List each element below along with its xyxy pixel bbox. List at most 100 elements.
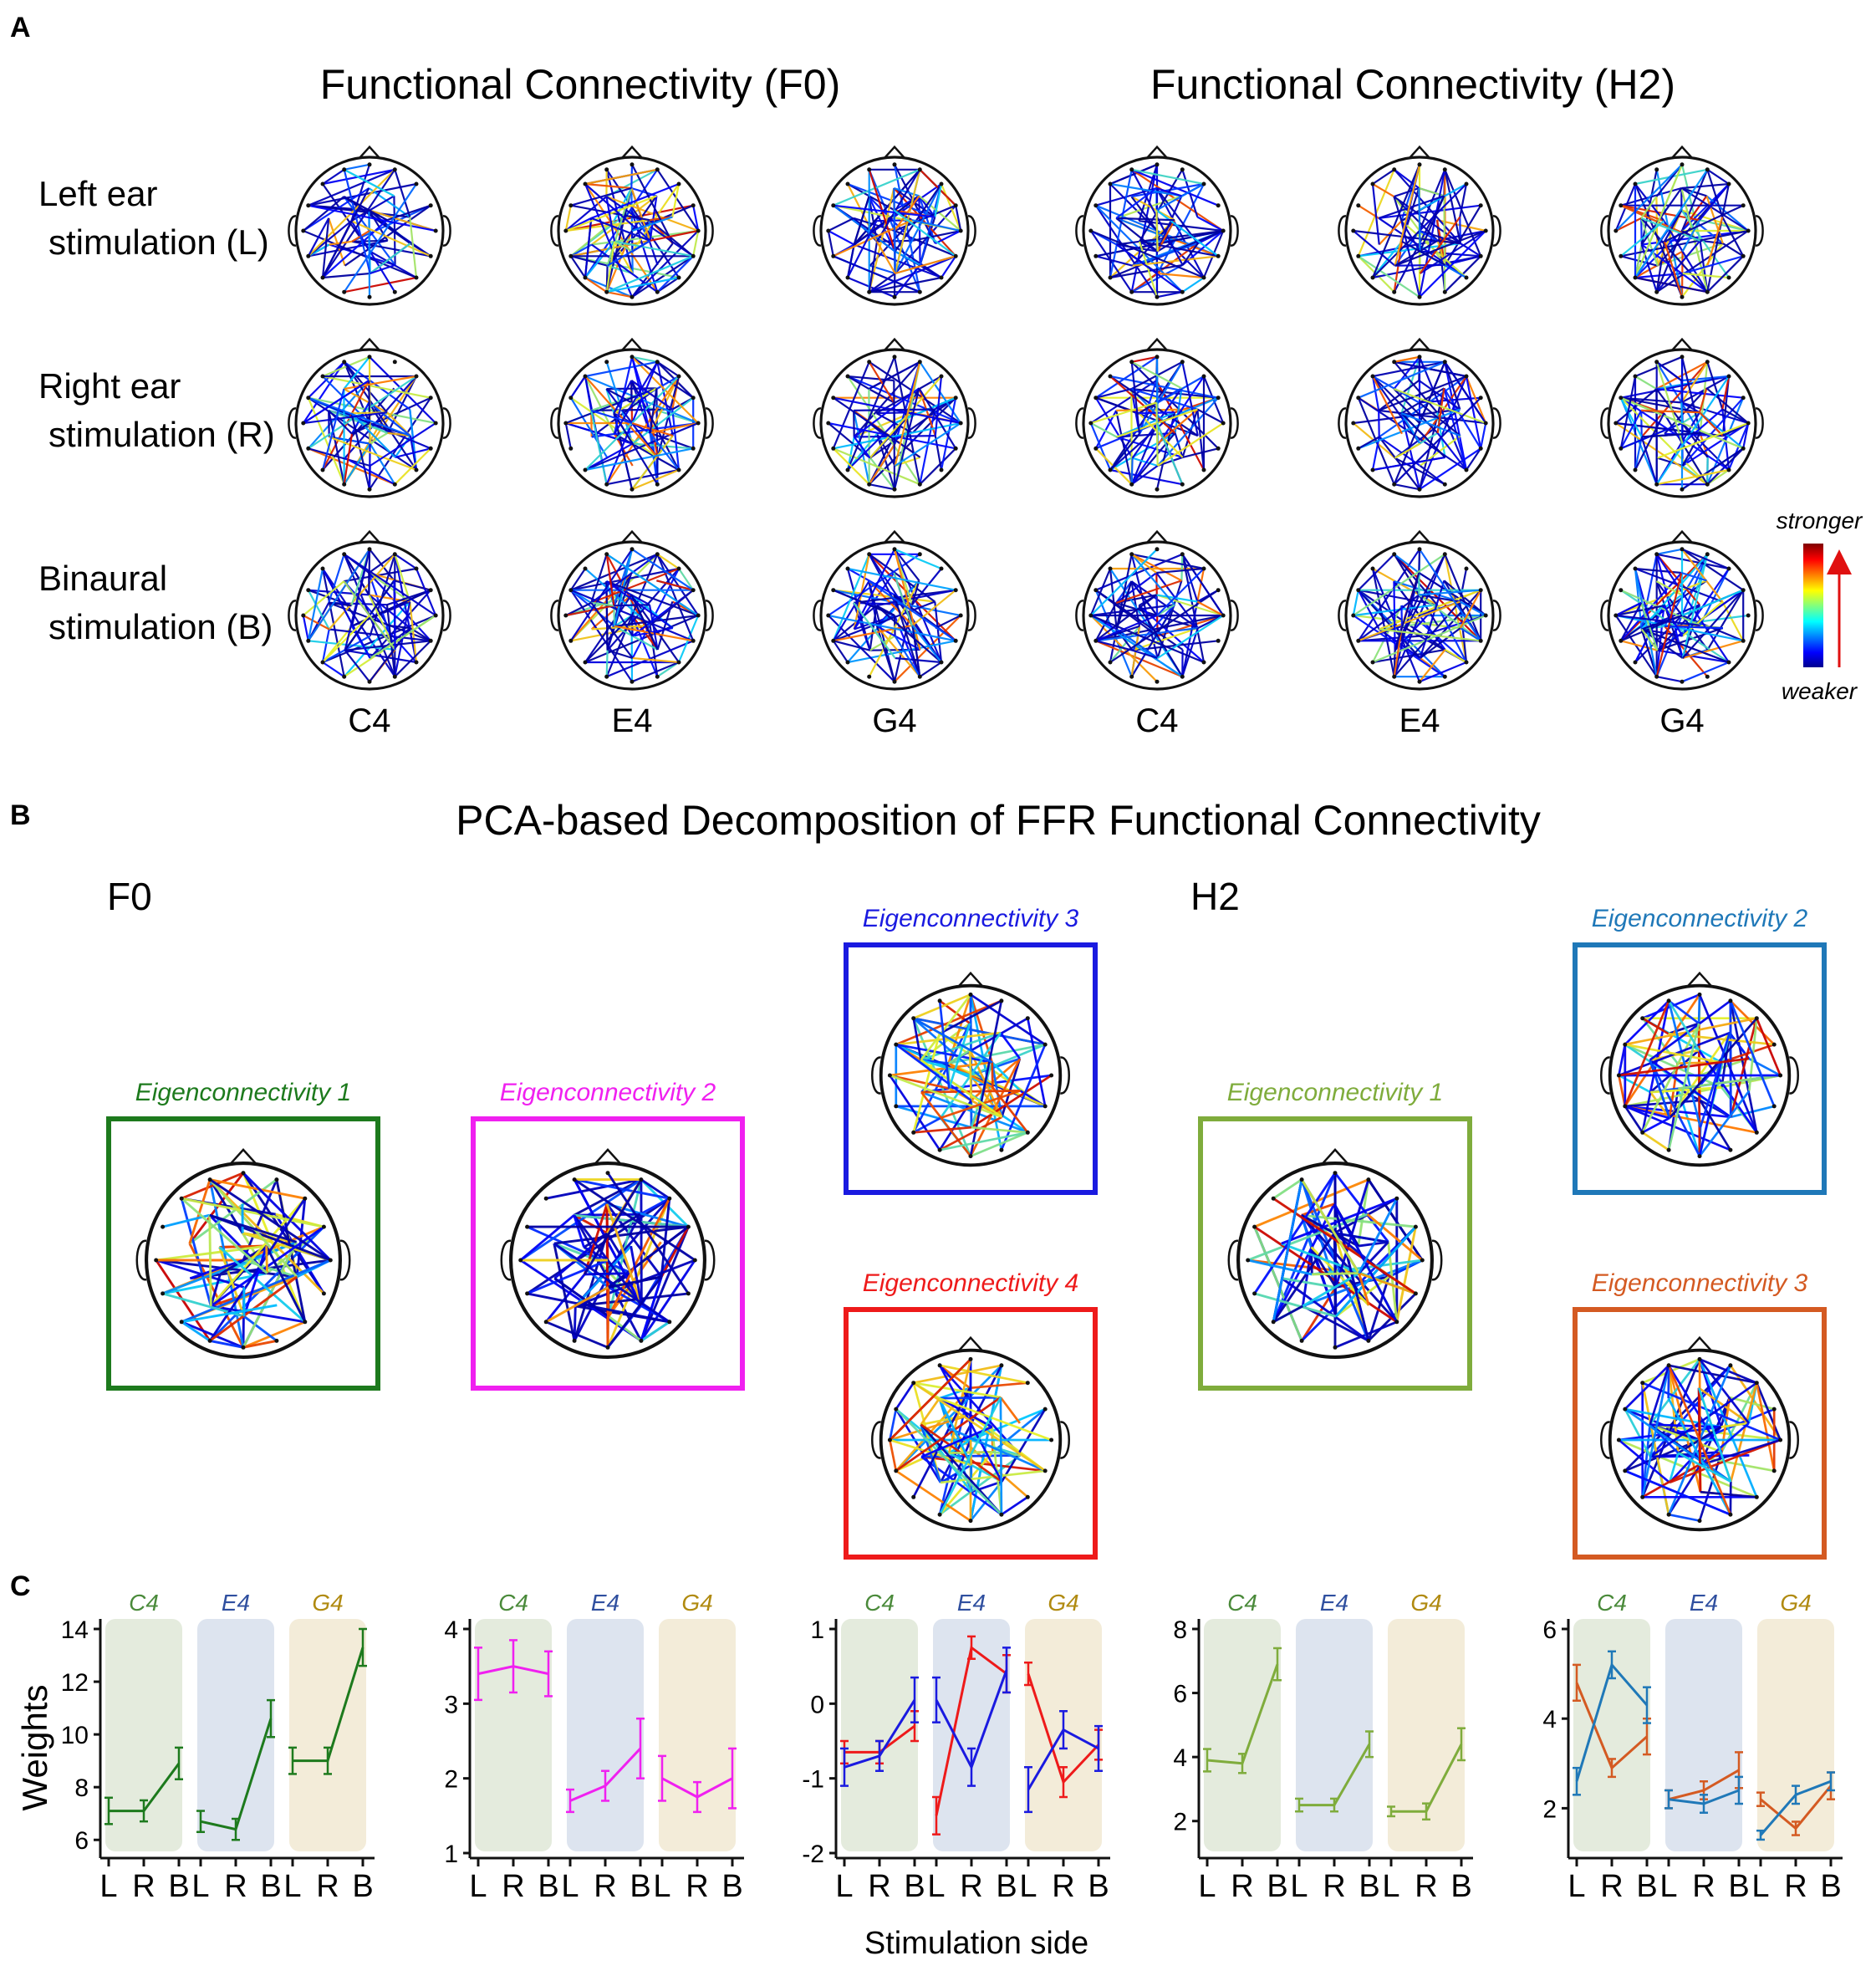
column-label-g4-f0: G4 <box>872 702 916 739</box>
head-left-c4-f0 <box>288 145 451 306</box>
x-tick-label: B <box>1636 1869 1657 1904</box>
x-tick-label: R <box>594 1869 616 1904</box>
condition-label-c4: C4 <box>1227 1590 1257 1616</box>
svg-text:stimulation (L): stimulation (L) <box>48 222 269 262</box>
x-tick-label: L <box>1290 1869 1308 1904</box>
condition-label-g4: G4 <box>1780 1590 1811 1616</box>
x-tick-label: B <box>1088 1869 1109 1904</box>
y-tick-label: 6 <box>1542 1616 1557 1644</box>
condition-label-g4: G4 <box>681 1590 712 1616</box>
connectivity-head-grid <box>288 145 1764 691</box>
eigenconnectivity-f0-1: Eigenconnectivity 1 <box>106 1079 380 1391</box>
head-left-e4-f0 <box>550 145 714 306</box>
column-label-g4-h2: G4 <box>1659 702 1704 739</box>
x-tick-label: B <box>904 1869 925 1904</box>
column-label-e4-f0: E4 <box>612 702 653 739</box>
eigenconnectivity-f0-4: Eigenconnectivity 4 <box>844 1269 1098 1560</box>
condition-band-g4 <box>1388 1619 1465 1851</box>
x-tick-label: B <box>260 1869 281 1904</box>
column-label-c4-h2: C4 <box>1135 702 1178 739</box>
condition-band-g4 <box>289 1619 366 1851</box>
head-left-c4-h2 <box>1075 145 1239 306</box>
condition-band-c4 <box>1204 1619 1281 1851</box>
head-right-e4-h2 <box>1338 337 1501 498</box>
y-tick-label: 4 <box>1173 1744 1187 1772</box>
head-left-e4-h2 <box>1338 145 1501 306</box>
row-label-right: Right ear stimulation (R) <box>38 366 275 454</box>
svg-text:stimulation (R): stimulation (R) <box>48 415 275 454</box>
panel-c-letter: C <box>10 1570 31 1602</box>
eigenconnectivity-frame <box>1198 1116 1472 1391</box>
row-label-left: Left ear stimulation (L) <box>38 174 269 262</box>
eigenconnectivity-f0-2: Eigenconnectivity 2 <box>471 1079 745 1391</box>
x-tick-label: B <box>1728 1869 1749 1904</box>
condition-band-g4 <box>1757 1619 1834 1851</box>
x-tick-label: R <box>960 1869 982 1904</box>
x-tick-label: L <box>1751 1869 1769 1904</box>
x-tick-label: R <box>132 1869 155 1904</box>
y-tick-label: 6 <box>1173 1681 1187 1708</box>
x-tick-label: B <box>168 1869 189 1904</box>
eigenconnectivity-h2-3: Eigenconnectivity 3 <box>1573 1269 1827 1560</box>
x-tick-label: L <box>99 1869 117 1904</box>
x-tick-label: R <box>1784 1869 1807 1904</box>
panel-a-title-f0: Functional Connectivity (F0) <box>320 61 840 108</box>
y-tick-label: 4 <box>444 1616 458 1644</box>
eigenconnectivity-head <box>500 1147 716 1359</box>
condition-band-c4 <box>1573 1619 1650 1851</box>
x-tick-label: R <box>224 1869 247 1904</box>
eigenconnectivity-head <box>135 1147 351 1359</box>
y-tick-label: -2 <box>802 1841 824 1868</box>
eigenconnectivity-head <box>1600 1335 1799 1532</box>
eigenconnectivity-head <box>1600 971 1799 1167</box>
head-right-g4-f0 <box>813 337 976 498</box>
eigenconnectivity-frame <box>471 1116 745 1391</box>
x-tick-label: L <box>561 1869 579 1904</box>
x-tick-label: B <box>538 1869 558 1904</box>
x-tick-label: L <box>653 1869 670 1904</box>
svg-text:Left ear: Left ear <box>38 174 157 213</box>
y-tick-label: 8 <box>1173 1616 1187 1644</box>
head-binaural-g4-h2 <box>1600 529 1764 691</box>
x-tick-label: B <box>352 1869 373 1904</box>
y-tick-label: 8 <box>74 1774 89 1802</box>
condition-label-e4: E4 <box>1690 1590 1718 1616</box>
x-tick-label: R <box>1415 1869 1437 1904</box>
x-tick-label: R <box>316 1869 339 1904</box>
condition-label-c4: C4 <box>864 1590 895 1616</box>
eigenconnectivity-frame <box>844 1307 1098 1560</box>
condition-band-e4 <box>933 1619 1010 1851</box>
eigenconnectivity-label: Eigenconnectivity 1 <box>1227 1079 1444 1106</box>
condition-label-g4: G4 <box>312 1590 343 1616</box>
column-label-e4-h2: E4 <box>1399 702 1440 739</box>
y-tick-label: 1 <box>444 1841 458 1868</box>
condition-label-e4: E4 <box>957 1590 986 1616</box>
eigenconnectivity-h2-1: Eigenconnectivity 1 <box>1198 1079 1472 1391</box>
x-tick-label: L <box>1019 1869 1037 1904</box>
y-tick-label: 10 <box>61 1722 89 1749</box>
panel-b-f0-label: F0 <box>107 875 152 918</box>
eigenconnectivity-label: Eigenconnectivity 3 <box>1592 1269 1808 1297</box>
svg-text:stimulation (B): stimulation (B) <box>48 607 273 646</box>
eigenconnectivity-label: Eigenconnectivity 3 <box>863 905 1079 932</box>
condition-band-g4 <box>659 1619 736 1851</box>
y-tick-label: 1 <box>810 1616 824 1644</box>
eigenconnectivity-head <box>871 1335 1070 1532</box>
eigenconnectivity-frame <box>106 1116 380 1391</box>
head-left-g4-h2 <box>1600 145 1764 306</box>
head-right-e4-f0 <box>550 337 714 498</box>
panel-a-title-h2: Functional Connectivity (H2) <box>1150 61 1675 108</box>
eigenconnectivity-label: Eigenconnectivity 4 <box>863 1269 1079 1297</box>
panel-c-xlabel: Stimulation side <box>864 1926 1088 1961</box>
condition-label-g4: G4 <box>1048 1590 1078 1616</box>
svg-text:Binaural: Binaural <box>38 559 167 598</box>
eigenconnectivity-label: Eigenconnectivity 2 <box>500 1079 716 1106</box>
y-tick-label: 4 <box>1542 1706 1557 1733</box>
colorbar-bottom-label: weaker <box>1782 678 1858 704</box>
x-tick-label: L <box>1382 1869 1399 1904</box>
condition-band-e4 <box>567 1619 644 1851</box>
y-tick-label: 2 <box>444 1766 458 1794</box>
